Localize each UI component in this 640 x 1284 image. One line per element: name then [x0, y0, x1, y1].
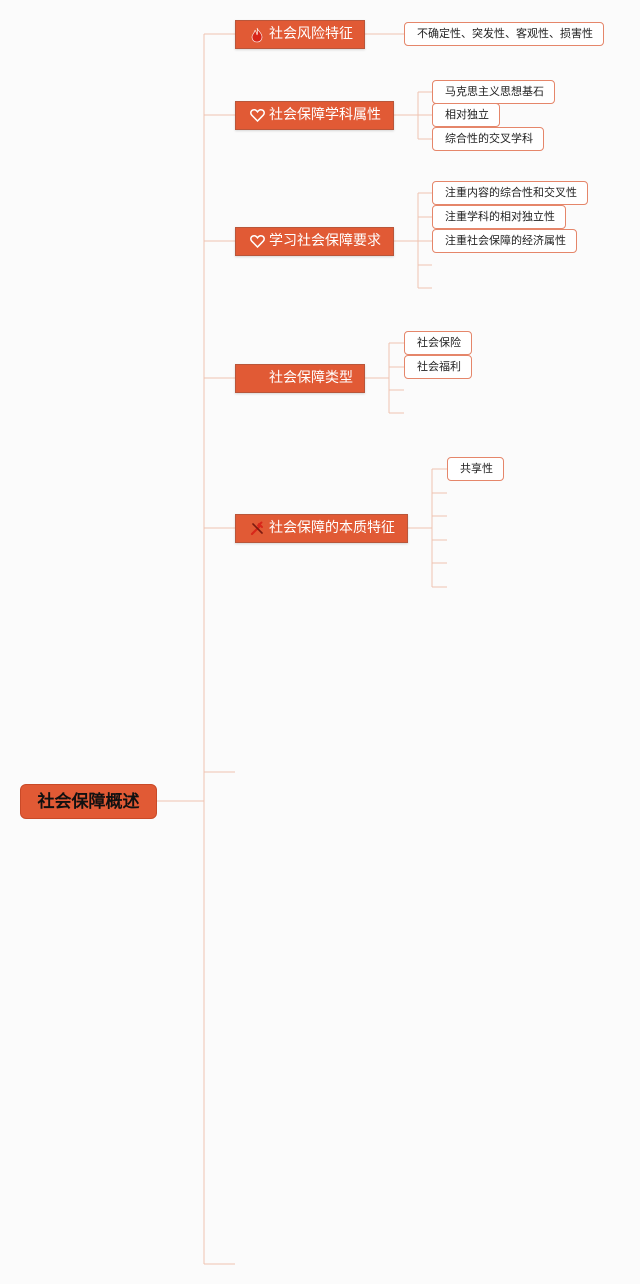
subtopic-discipline-independence[interactable]: 注重学科的相对独立性 [432, 205, 566, 229]
subtopic-marxism-foundation[interactable]: 马克思主义思想基石 [432, 80, 555, 104]
subtopic-social-welfare[interactable]: 社会福利 [404, 355, 472, 379]
subtopic-relatively-independent[interactable]: 相对独立 [432, 103, 500, 127]
subtopic-social-insurance[interactable]: 社会保险 [404, 331, 472, 355]
heart-icon [250, 228, 266, 255]
root-topic[interactable]: 社会保障概述 [20, 784, 157, 819]
topic-social-security-types[interactable]: 社会保障类型 [235, 364, 365, 393]
subtopic-sharing[interactable]: 共享性 [447, 457, 504, 481]
topic-study-requirements[interactable]: 学习社会保障要求 [235, 227, 394, 256]
topic-essential-features[interactable]: 社会保障的本质特征 [235, 514, 408, 543]
topic-label: 社会保障学科属性 [269, 107, 381, 123]
fire-icon [250, 21, 266, 48]
subtopic-comprehensive-content[interactable]: 注重内容的综合性和交叉性 [432, 181, 588, 205]
topic-label: 学习社会保障要求 [269, 233, 381, 249]
topic-label: 社会保障类型 [269, 370, 353, 386]
topic-label: 社会保障的本质特征 [269, 520, 395, 536]
tools-icon [250, 515, 266, 542]
topic-discipline-attributes[interactable]: 社会保障学科属性 [235, 101, 394, 130]
heart-icon [250, 102, 266, 129]
subtopic-risk-characteristics[interactable]: 不确定性、突发性、客观性、损害性 [404, 22, 604, 46]
subtopic-economic-attribute[interactable]: 注重社会保障的经济属性 [432, 229, 577, 253]
topic-label: 社会风险特征 [269, 26, 353, 42]
subtopic-interdisciplinary[interactable]: 综合性的交叉学科 [432, 127, 544, 151]
topic-social-risk-features[interactable]: 社会风险特征 [235, 20, 365, 49]
